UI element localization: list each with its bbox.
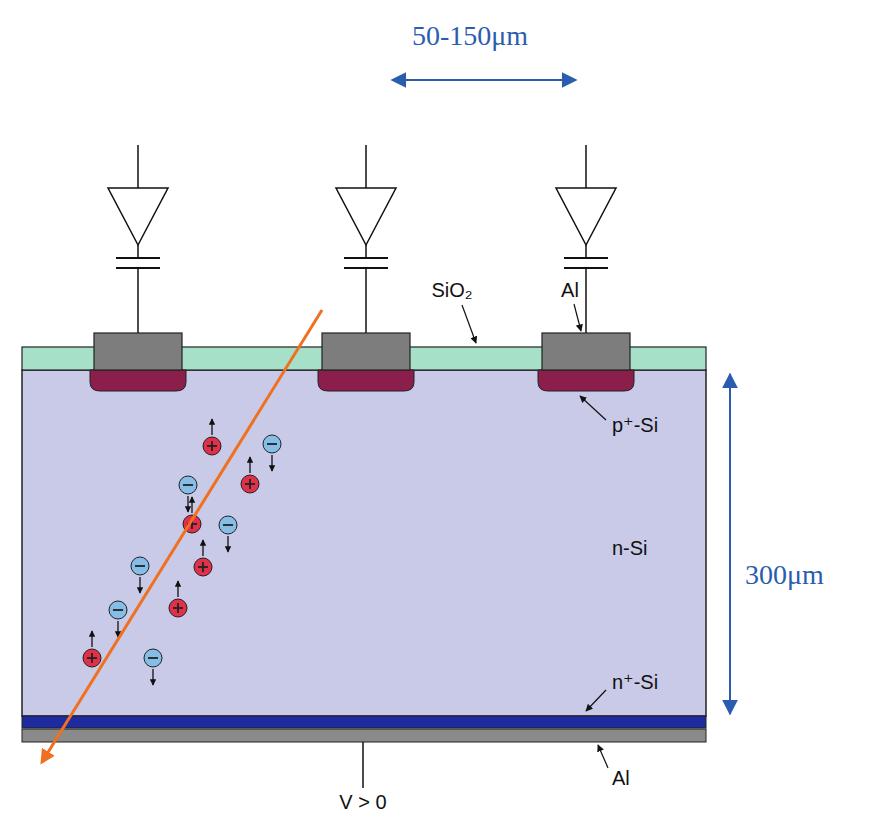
leader-line — [462, 305, 476, 343]
amplifier-symbol — [336, 188, 396, 245]
implant-label: p⁺-Si — [612, 414, 658, 436]
leader-line — [586, 690, 606, 711]
electron — [144, 649, 162, 685]
pitch-dimension: 50-150μm — [412, 21, 528, 52]
particle-track — [42, 310, 322, 762]
p-plus-implant — [318, 370, 414, 391]
p-plus-implant — [538, 370, 634, 391]
hole — [194, 540, 212, 576]
aluminium-pad — [322, 333, 410, 370]
back-contact — [22, 729, 706, 742]
electron — [179, 476, 197, 512]
thickness-arrow — [729, 374, 731, 714]
thickness-dimension: 300μm — [745, 560, 824, 591]
aluminium-pad — [542, 333, 630, 370]
hole — [83, 631, 101, 667]
leader-line — [598, 745, 608, 768]
pitch-arrow — [392, 79, 576, 81]
p-plus-implant — [90, 370, 186, 391]
n-plus-label: n⁺-Si — [612, 671, 658, 693]
readout-strips — [90, 145, 634, 391]
bias-label: V > 0 — [339, 791, 386, 813]
oxide-label: SiO₂ — [431, 279, 472, 301]
strip-channel — [538, 145, 634, 391]
aluminium-pad — [94, 333, 182, 370]
leader-line — [574, 304, 581, 331]
strip-channel — [318, 145, 414, 391]
strip-channel — [90, 145, 186, 391]
capacitor-symbol — [564, 257, 608, 259]
capacitor-symbol — [116, 257, 160, 259]
hole — [203, 419, 221, 455]
electron — [131, 557, 149, 593]
amplifier-symbol — [108, 188, 168, 245]
n-plus-layer — [22, 716, 706, 728]
hole — [241, 457, 259, 493]
leader-line — [580, 396, 606, 420]
electron — [263, 435, 281, 471]
capacitor-symbol — [344, 257, 388, 259]
aluminium-label: Al — [612, 767, 630, 789]
hole — [169, 581, 187, 617]
bulk-label: n-Si — [612, 537, 648, 559]
n-bulk — [22, 370, 706, 716]
aluminium-label: Al — [561, 279, 579, 301]
bias-wire — [362, 742, 364, 788]
amplifier-symbol — [556, 188, 616, 245]
electron — [219, 516, 237, 552]
